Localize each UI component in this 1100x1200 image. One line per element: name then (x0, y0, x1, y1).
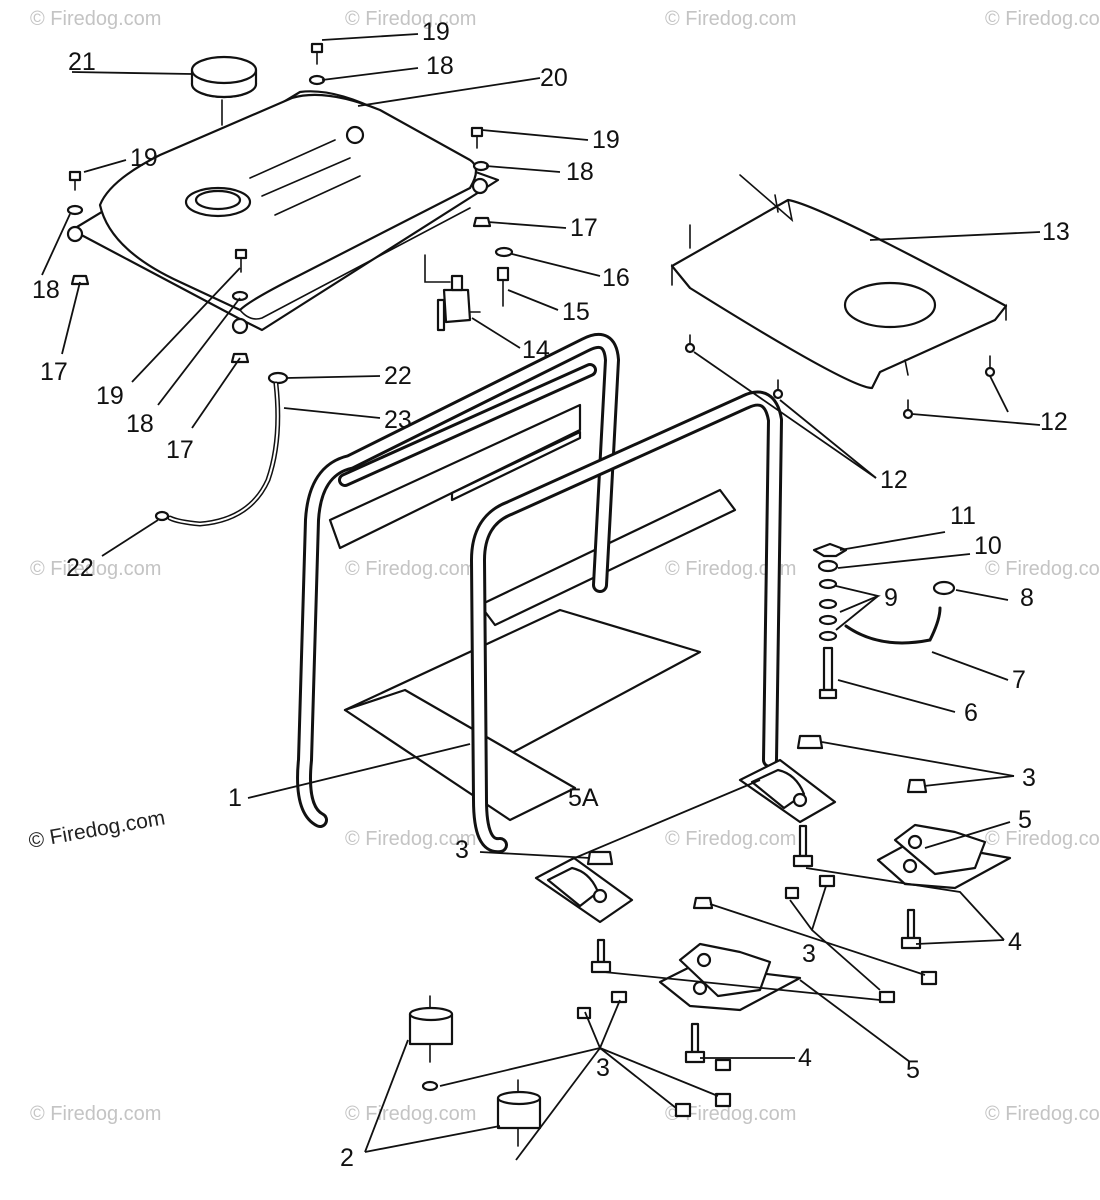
watermark: © Firedog.com (985, 558, 1100, 580)
mount-left-lower (658, 942, 802, 1012)
callout-screw-19: 19 (422, 18, 450, 46)
callout-washer-10: 10 (974, 532, 1002, 560)
callout-plate-screw: 12 (880, 466, 908, 494)
callout-mount: 5 (1018, 806, 1032, 834)
mount-hardware (421, 778, 938, 1118)
callout-washer-18: 18 (126, 410, 154, 438)
frame (296, 333, 783, 854)
callout-mount-5a: 5A (568, 784, 599, 812)
callout-fuel-line: 23 (384, 406, 412, 434)
callout-bolt: 4 (1008, 928, 1022, 956)
watermark: © Firedog.com (345, 558, 476, 580)
watermark: © Firedog.com (665, 8, 796, 30)
callout-washer-18: 18 (32, 276, 60, 304)
leader-lines (41, 33, 1041, 1161)
callout-wing-nut: 11 (950, 502, 976, 530)
callout-bolt: 4 (798, 1044, 812, 1072)
mount-right-upper (738, 734, 837, 824)
fuel-line (154, 371, 289, 527)
watermark: © Firedog.com (665, 1103, 796, 1125)
callout-nut-17: 17 (40, 358, 68, 386)
fuel-cap (190, 55, 258, 126)
callout-fitting: 15 (562, 298, 590, 326)
callout-nut-17: 17 (570, 214, 598, 242)
callout-fuel-tank: 20 (540, 64, 568, 92)
fuel-valve (424, 246, 514, 332)
callout-ground-bolt: 6 (964, 699, 978, 727)
callout-washer: 8 (1020, 584, 1034, 612)
callout-nut-17: 17 (166, 436, 194, 464)
callout-screw-19: 19 (592, 126, 620, 154)
watermark: © Firedog.com (665, 828, 796, 850)
callout-frame: 1 (228, 784, 242, 812)
tank-hardware (66, 42, 492, 364)
watermark: © Firedog.com (345, 828, 476, 850)
watermark: © Firedog.com (665, 558, 796, 580)
callout-gasket: 16 (602, 264, 630, 292)
callout-nut: 3 (596, 1054, 610, 1082)
callout-lock-washers: 9 (884, 584, 898, 612)
watermark-main: © Firedog.com (27, 806, 167, 853)
plate-screws (684, 334, 996, 420)
rubber-isolators (408, 995, 542, 1147)
watermarks: © Firedog.com © Firedog.com © Firedog.co… (27, 8, 1100, 1125)
callout-mount: 5 (906, 1056, 920, 1084)
ground-wire (812, 542, 956, 700)
callout-washer-18: 18 (426, 52, 454, 80)
fuel-tank (66, 90, 500, 335)
callout-plate-screw: 12 (1040, 408, 1068, 436)
callout-screw-19: 19 (130, 144, 158, 172)
watermark: © Firedog.com (345, 1103, 476, 1125)
callout-ground-wire: 7 (1012, 666, 1026, 694)
support-plate (670, 174, 1008, 390)
callout-screw-19: 19 (96, 382, 124, 410)
watermark: © Firedog.com (985, 1103, 1100, 1125)
watermark: © Firedog.com (985, 8, 1100, 30)
callout-hose-clamp: 22 (66, 554, 94, 582)
mount-left-upper (534, 850, 634, 924)
watermark: © Firedog.com (30, 8, 161, 30)
callout-fuel-valve: 14 (522, 336, 550, 364)
watermark: © Firedog.com (985, 828, 1100, 850)
callout-rubber-isolator: 2 (340, 1144, 354, 1172)
callout-hose-clamp: 22 (384, 362, 412, 390)
callout-fuel-cap: 21 (68, 48, 96, 76)
callout-washer-18: 18 (566, 158, 594, 186)
callouts: 1 2 3 3 3 3 3 4 4 4 5 5 5A 6 7 8 9 10 11… (32, 18, 1070, 1172)
watermark: © Firedog.com (30, 1103, 161, 1125)
callout-nut: 3 (1022, 764, 1036, 792)
callout-nut: 3 (455, 836, 469, 864)
watermark: © Firedog.com (345, 8, 476, 30)
watermark: © Firedog.com (30, 558, 161, 580)
callout-nut: 3 (802, 940, 816, 968)
callout-support-plate: 13 (1042, 218, 1070, 246)
